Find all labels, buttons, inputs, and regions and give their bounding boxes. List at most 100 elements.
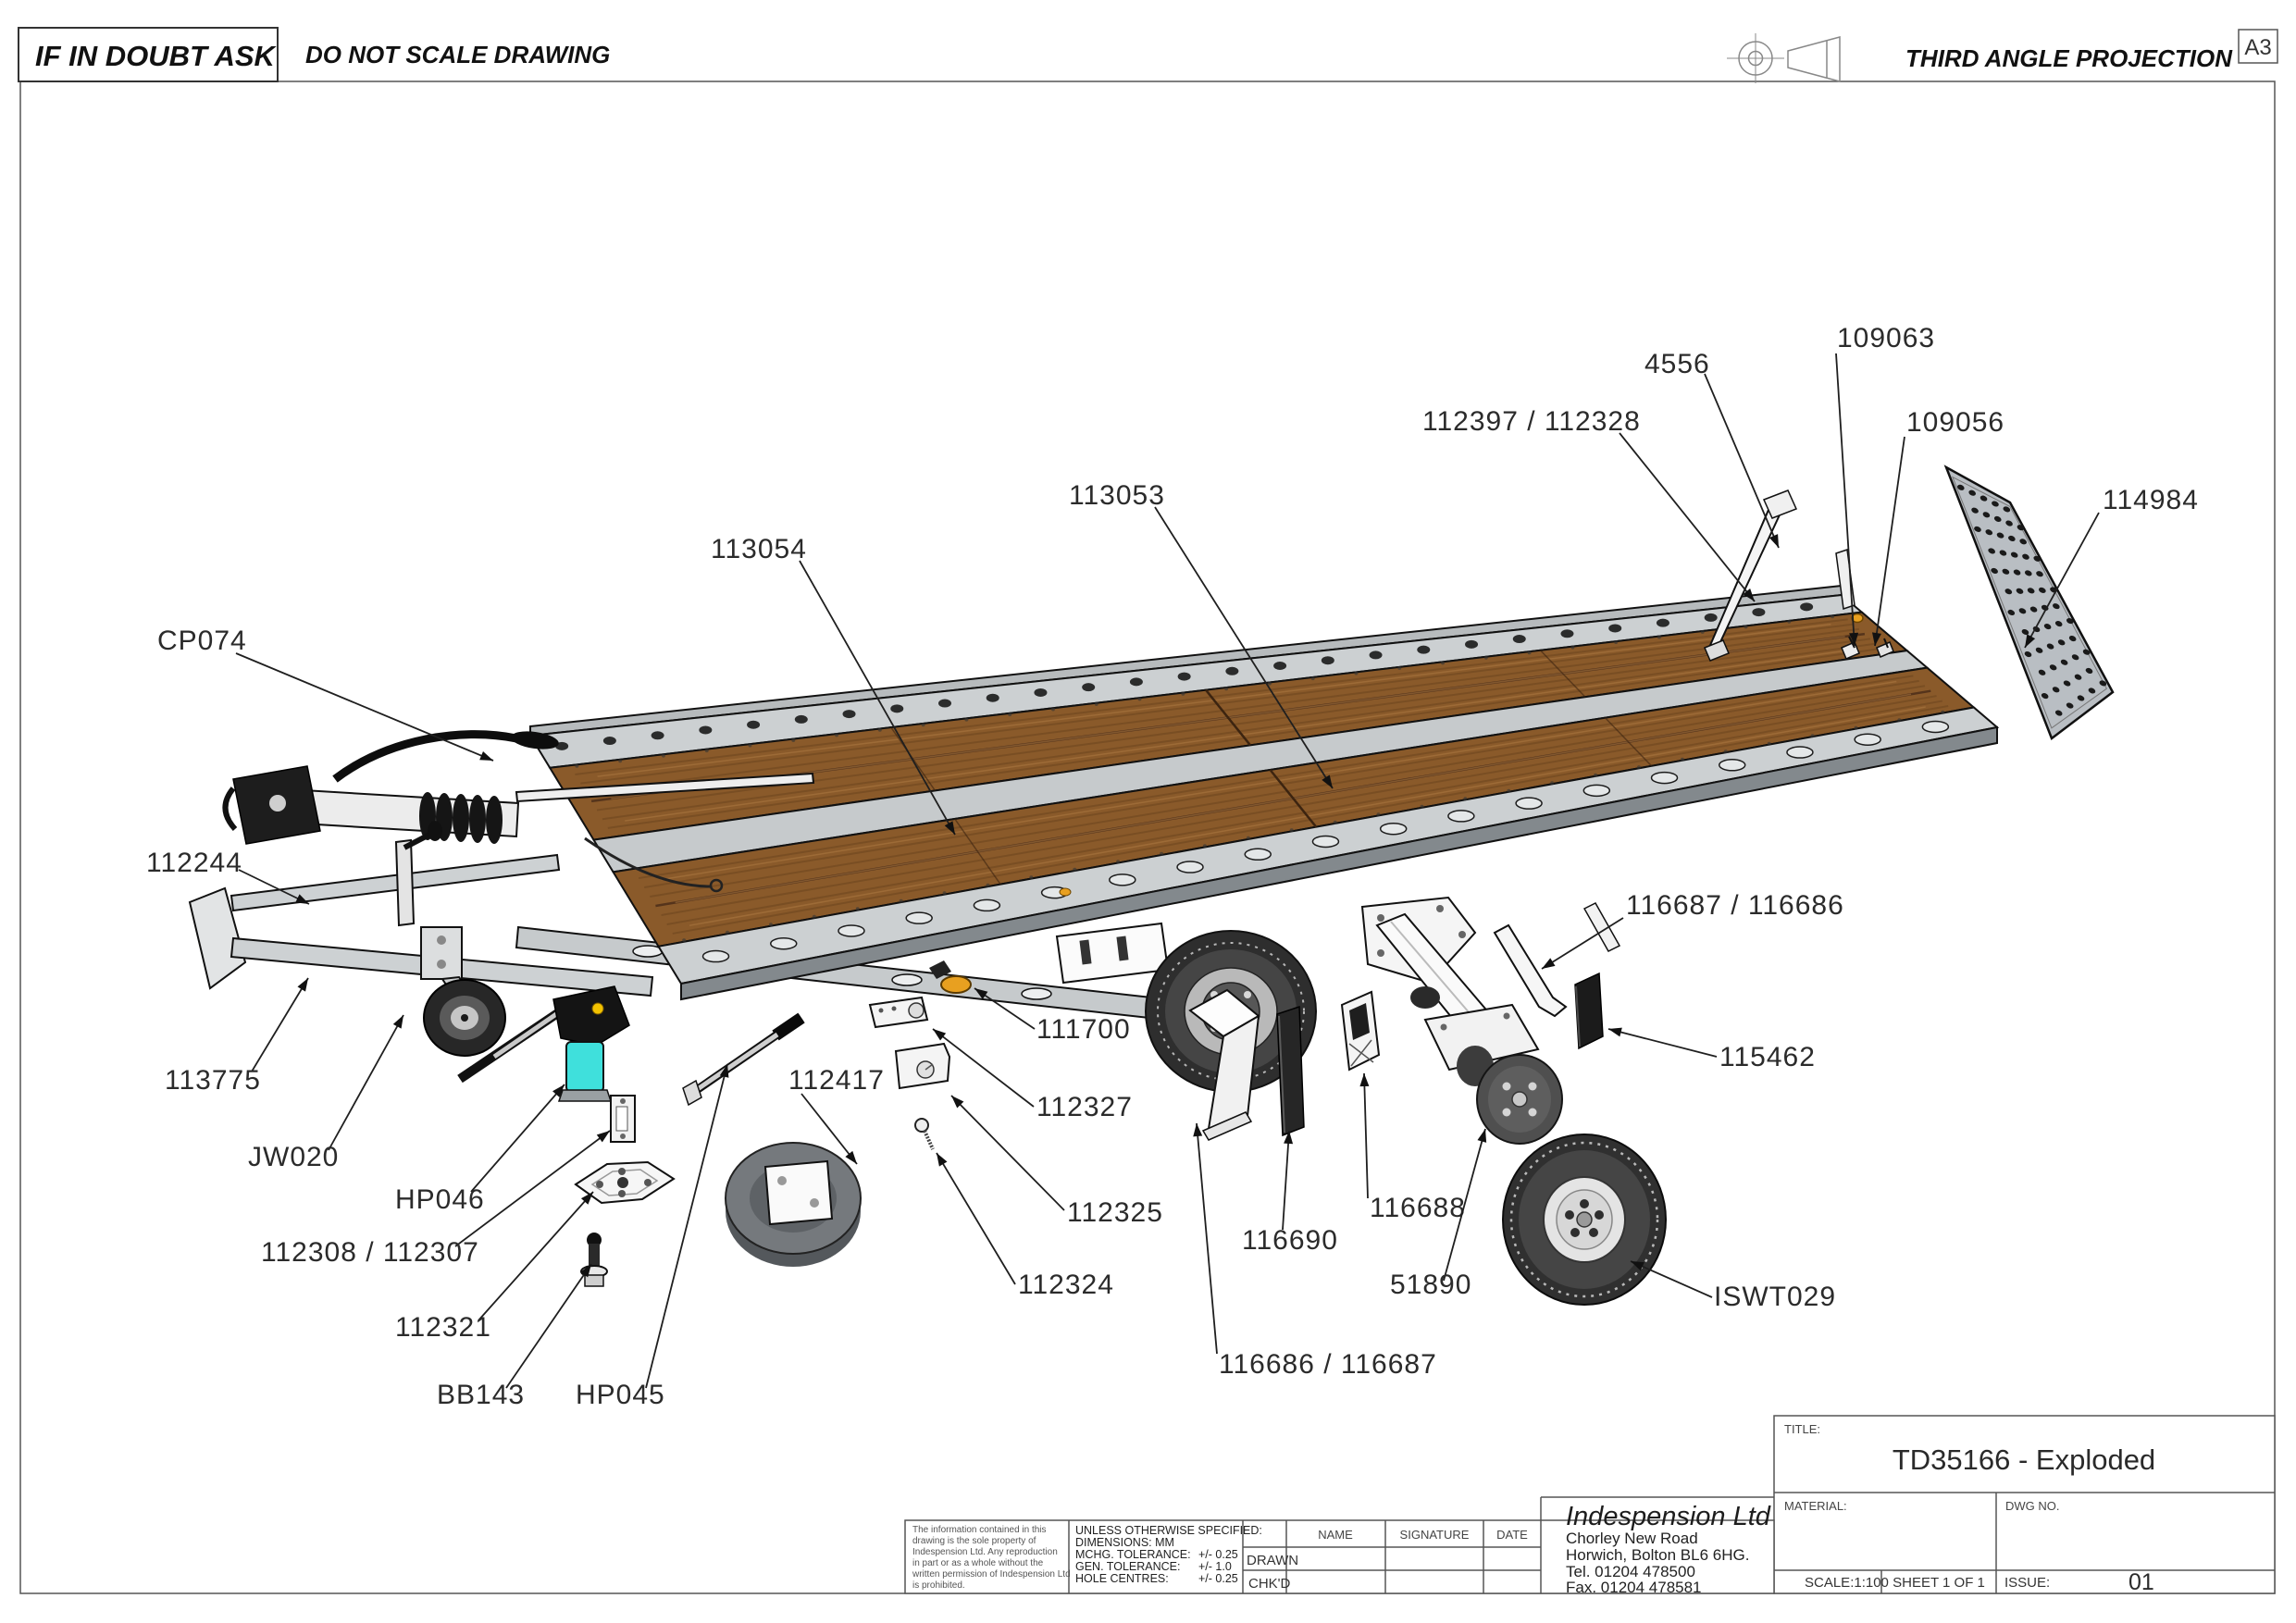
part-label-115462: 115462 bbox=[1719, 1042, 1816, 1072]
leader-line bbox=[1196, 1122, 1218, 1355]
svg-text:GEN. TOLERANCE:: GEN. TOLERANCE: bbox=[1075, 1560, 1180, 1573]
leader-arrowhead bbox=[552, 1084, 565, 1097]
part-label-112308112307: 112308 / 112307 bbox=[261, 1237, 479, 1268]
svg-text:Chorley New Road: Chorley New Road bbox=[1566, 1530, 1698, 1547]
leader-arrowhead bbox=[1542, 958, 1556, 969]
leader-line bbox=[2024, 512, 2100, 649]
leader-arrowhead bbox=[1872, 632, 1881, 646]
title-label: TITLE: bbox=[1784, 1422, 1820, 1436]
leader-arrowhead bbox=[579, 1264, 591, 1278]
svg-text:CHK'D: CHK'D bbox=[1248, 1576, 1291, 1592]
leader-arrowhead bbox=[580, 1192, 593, 1205]
leader-arrowhead bbox=[1477, 1129, 1487, 1143]
svg-text:UNLESS OTHERWISE SPECIFIED:: UNLESS OTHERWISE SPECIFIED: bbox=[1075, 1524, 1262, 1537]
svg-text:drawing is the sole property o: drawing is the sole property of bbox=[912, 1536, 1036, 1546]
svg-text:HOLE CENTRES:: HOLE CENTRES: bbox=[1075, 1572, 1169, 1585]
warning-text: IF IN DOUBT ASK bbox=[35, 40, 278, 72]
leader-line bbox=[800, 1093, 858, 1165]
leader-arrowhead bbox=[1322, 774, 1333, 788]
svg-text:MCHG. TOLERANCE:: MCHG. TOLERANCE: bbox=[1075, 1548, 1191, 1561]
part-label-112325: 112325 bbox=[1067, 1197, 1163, 1228]
tolerances: UNLESS OTHERWISE SPECIFIED: DIMENSIONS: … bbox=[1075, 1524, 1262, 1585]
part-label-51890: 51890 bbox=[1390, 1270, 1471, 1300]
leader-arrowhead bbox=[297, 978, 308, 992]
leader-arrowhead bbox=[1284, 1131, 1294, 1145]
svg-text:+/- 0.25: +/- 0.25 bbox=[1198, 1572, 1238, 1585]
sheet-value: SHEET 1 OF 1 bbox=[1893, 1575, 1985, 1591]
svg-text:DATE: DATE bbox=[1496, 1528, 1528, 1542]
leader-arrowhead bbox=[1631, 1261, 1644, 1271]
leader-line bbox=[936, 1152, 1016, 1285]
svg-text:+/- 0.25: +/- 0.25 bbox=[1198, 1548, 1238, 1561]
trailer-bed bbox=[528, 584, 2000, 1001]
svg-text:is prohibited.: is prohibited. bbox=[912, 1580, 965, 1591]
sheet-size-badge: A3 bbox=[2244, 35, 2271, 60]
leader-arrowhead bbox=[596, 1131, 610, 1143]
part-label-113053: 113053 bbox=[1069, 480, 1165, 511]
signature-table: NAME SIGNATURE DATE DRAWN CHK'D bbox=[1247, 1528, 1528, 1592]
svg-text:Indespension Ltd. Any reproduc: Indespension Ltd. Any reproduction bbox=[912, 1547, 1058, 1557]
scale-value: SCALE:1:100 bbox=[1805, 1575, 1889, 1591]
black-plate-115462 bbox=[1574, 972, 1604, 1050]
svg-text:The information contained in t: The information contained in this bbox=[912, 1525, 1047, 1535]
drawing-title: TD35166 - Exploded bbox=[1893, 1443, 2155, 1476]
leader-line bbox=[1704, 373, 1780, 549]
svg-text:written permission of Indespen: written permission of Indespension Ltd bbox=[912, 1569, 1071, 1580]
leader-line bbox=[505, 1263, 592, 1389]
leader-arrowhead bbox=[295, 894, 309, 904]
part-label-116688: 116688 bbox=[1370, 1193, 1466, 1223]
part-label-112321: 112321 bbox=[395, 1312, 491, 1343]
part-label-111700: 111700 bbox=[1036, 1014, 1131, 1045]
svg-text:DIMENSIONS: MM: DIMENSIONS: MM bbox=[1075, 1536, 1174, 1549]
svg-text:NAME: NAME bbox=[1318, 1528, 1353, 1542]
leader-line bbox=[932, 1028, 1035, 1108]
leader-arrowhead bbox=[719, 1064, 729, 1078]
part-label-112417: 112417 bbox=[788, 1065, 885, 1096]
part-label-112244: 112244 bbox=[146, 848, 242, 878]
hex-plate bbox=[574, 1160, 676, 1205]
leader-line bbox=[1282, 1130, 1290, 1231]
company-name: Indespension Ltd bbox=[1566, 1502, 1771, 1531]
svg-text:Fax. 01204 478581: Fax. 01204 478581 bbox=[1566, 1579, 1702, 1596]
exploded-parts bbox=[222, 489, 1894, 1306]
part-label-116686116687: 116686 / 116687 bbox=[1219, 1349, 1437, 1380]
part-label-114984: 114984 bbox=[2103, 485, 2199, 515]
part-label-JW020: JW020 bbox=[248, 1142, 339, 1172]
handle-rod bbox=[682, 1012, 805, 1107]
mudguard bbox=[1188, 988, 1260, 1141]
axle-assembly bbox=[1360, 896, 1563, 1145]
leader-arrowhead bbox=[845, 1150, 857, 1164]
leader-arrowhead bbox=[1849, 632, 1859, 646]
bracket-116688 bbox=[1340, 990, 1381, 1072]
leader-arrowhead bbox=[392, 1015, 403, 1029]
leader-line bbox=[251, 977, 309, 1072]
leader-arrowhead bbox=[1608, 1027, 1622, 1037]
hydraulic-pump bbox=[457, 985, 630, 1102]
leader-arrowhead bbox=[1193, 1123, 1203, 1137]
part-label-116687116686: 116687 / 116686 bbox=[1626, 890, 1844, 921]
leader-line bbox=[799, 560, 956, 836]
part-label-4556: 4556 bbox=[1644, 349, 1710, 379]
leader-line bbox=[1835, 353, 1855, 647]
channel-bracket bbox=[610, 1095, 636, 1143]
leader-line bbox=[950, 1095, 1065, 1211]
leader-line bbox=[235, 652, 494, 762]
dwg-no-label: DWG NO. bbox=[2005, 1499, 2060, 1513]
ball-hitch bbox=[580, 1233, 608, 1287]
svg-text:+/- 1.0: +/- 1.0 bbox=[1198, 1560, 1232, 1573]
road-wheel bbox=[1502, 1134, 1667, 1306]
leader-line bbox=[1363, 1072, 1369, 1199]
leader-line bbox=[1619, 432, 1756, 602]
part-label-112324: 112324 bbox=[1018, 1270, 1114, 1300]
part-label-113775: 113775 bbox=[165, 1065, 261, 1096]
do-not-scale-text: DO NOT SCALE DRAWING bbox=[305, 41, 610, 68]
leader-line bbox=[328, 1014, 404, 1151]
issue-value: 01 bbox=[2128, 1569, 2154, 1595]
part-label-BB143: BB143 bbox=[437, 1380, 525, 1410]
mesh-ramp bbox=[1943, 465, 2115, 740]
leader-arrowhead bbox=[1359, 1073, 1370, 1087]
leader-arrowhead bbox=[951, 1096, 964, 1109]
title-block: TITLE: TD35166 - Exploded MATERIAL: DWG … bbox=[904, 1415, 2276, 1596]
black-panel-116690 bbox=[1276, 1005, 1305, 1137]
